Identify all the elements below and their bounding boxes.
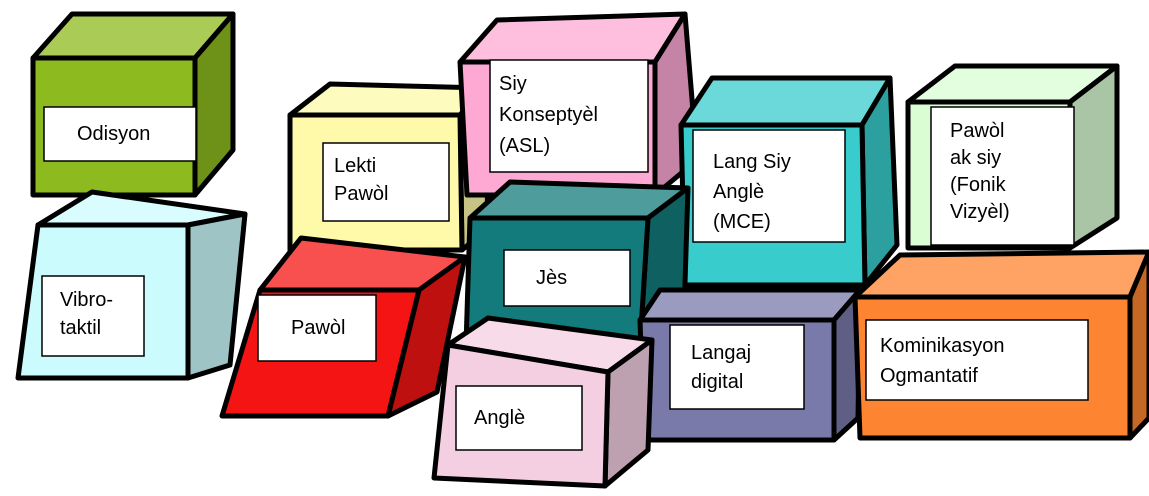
block-label-line: ak siy xyxy=(950,147,1001,169)
block-label-line: Vizyèl) xyxy=(950,201,1010,223)
block-langaj-digital: Langaj digital xyxy=(637,287,863,443)
block-label-line: Pawòl xyxy=(334,183,388,205)
block-label-card xyxy=(503,249,631,307)
block-top-face xyxy=(457,11,688,65)
block-side-face xyxy=(185,211,248,381)
block-label-card xyxy=(930,106,1075,246)
block-label-line: (Fonik xyxy=(950,174,1007,196)
block-label-line: Lang Siy xyxy=(713,151,791,173)
block-label-line: Odisyon xyxy=(77,123,150,145)
block-label: Pawòl xyxy=(291,317,345,339)
block-label: Vibro-taktil xyxy=(60,289,113,339)
block-label-line: taktil xyxy=(60,317,101,339)
block-label-line: Ogmantatif xyxy=(880,365,978,387)
block-odisyon: Odisyon xyxy=(30,11,236,198)
block-label-line: Konseptyèl xyxy=(499,104,598,126)
block-label-line: Kominikasyon xyxy=(880,335,1005,357)
block-label-line: Lekti xyxy=(334,155,376,177)
block-label-card xyxy=(455,385,583,451)
block-label-card xyxy=(41,275,145,357)
block-label-line: Anglè xyxy=(474,407,525,429)
block-label: Jès xyxy=(536,267,567,289)
block-label-line: Vibro- xyxy=(60,289,113,311)
block-label-line: Pawòl xyxy=(950,120,1004,142)
block-label: Odisyon xyxy=(77,123,150,145)
block-top-face xyxy=(852,249,1149,300)
block-angle: Anglè xyxy=(431,315,655,489)
block-label-card xyxy=(322,142,450,222)
block-jes: Jès xyxy=(463,179,691,348)
block-label-card xyxy=(489,59,649,173)
block-label-line: digital xyxy=(691,371,743,393)
block-top-face xyxy=(637,287,863,323)
block-label-card xyxy=(669,324,805,410)
block-vibro-taktil: Vibro-taktil xyxy=(15,189,248,381)
block-top-face xyxy=(287,81,488,118)
block-label-line: Siy xyxy=(499,73,527,95)
block-label-card xyxy=(43,106,197,162)
block-label-card xyxy=(257,294,377,362)
block-label-line: Langaj xyxy=(691,342,751,364)
block-label-line: (ASL) xyxy=(499,135,550,157)
block-label-card xyxy=(865,319,1089,401)
block-label: Langaj digital xyxy=(691,342,751,393)
block-label: Anglè xyxy=(474,407,525,429)
block-label-line: Pawòl xyxy=(291,317,345,339)
block-pawol: Pawòl xyxy=(219,235,468,419)
block-top-face xyxy=(678,75,893,128)
block-label-line: (MCE) xyxy=(713,211,771,233)
block-label-line: Jès xyxy=(536,267,567,289)
block-label-line: Anglè xyxy=(713,181,764,203)
block-label-card xyxy=(692,129,846,243)
